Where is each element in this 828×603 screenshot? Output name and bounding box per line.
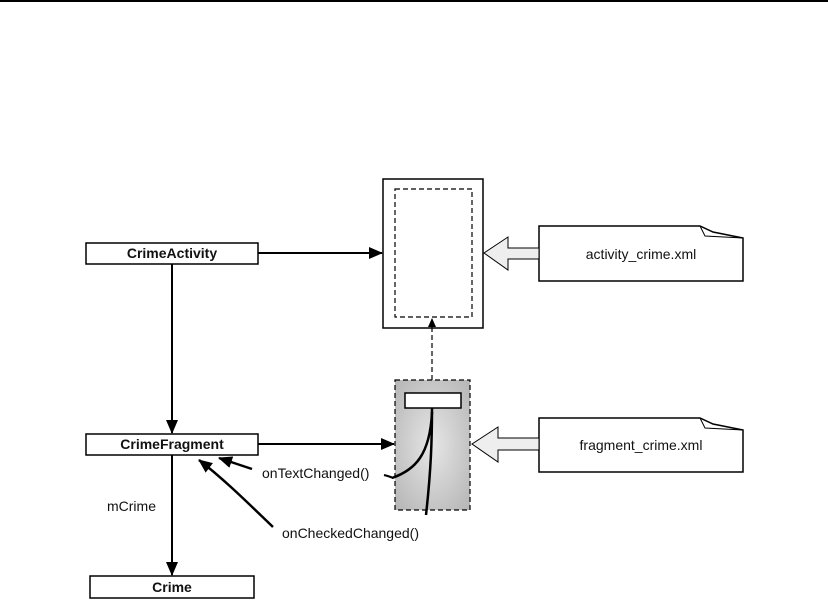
crime-fragment-label: CrimeFragment xyxy=(120,436,224,452)
text-callback-tail xyxy=(383,474,394,479)
on-text-changed-label: onTextChanged() xyxy=(262,465,369,481)
fragment-container xyxy=(394,188,473,318)
on-checked-changed-arrow xyxy=(198,459,274,528)
text-listener-line xyxy=(391,411,434,480)
on-text-changed-arrow xyxy=(218,456,253,471)
on-checked-changed-label: onCheckedChanged() xyxy=(282,525,419,541)
activity-layout-filename: activity_crime.xml xyxy=(586,246,696,262)
crime-fragment-class: CrimeFragment xyxy=(85,433,259,456)
connector-arrowhead xyxy=(428,318,436,327)
activity-view xyxy=(382,178,484,329)
crime-activity-label: CrimeActivity xyxy=(127,245,217,261)
fragment-inflate-arrow xyxy=(471,426,540,463)
edit-text-widget xyxy=(404,392,462,409)
member-mcrime-label: mCrime xyxy=(107,498,156,514)
crime-label: Crime xyxy=(152,579,192,595)
fragment-view xyxy=(391,379,471,516)
crime-class: Crime xyxy=(89,575,255,599)
activity-layout-file: activity_crime.xml xyxy=(538,225,744,282)
top-rule xyxy=(0,0,828,2)
fragment-layout-filename: fragment_crime.xml xyxy=(580,437,703,453)
crime-activity-class: CrimeActivity xyxy=(85,242,259,265)
activity-inflate-arrow xyxy=(483,236,540,271)
fragment-layout-file: fragment_crime.xml xyxy=(538,417,744,473)
